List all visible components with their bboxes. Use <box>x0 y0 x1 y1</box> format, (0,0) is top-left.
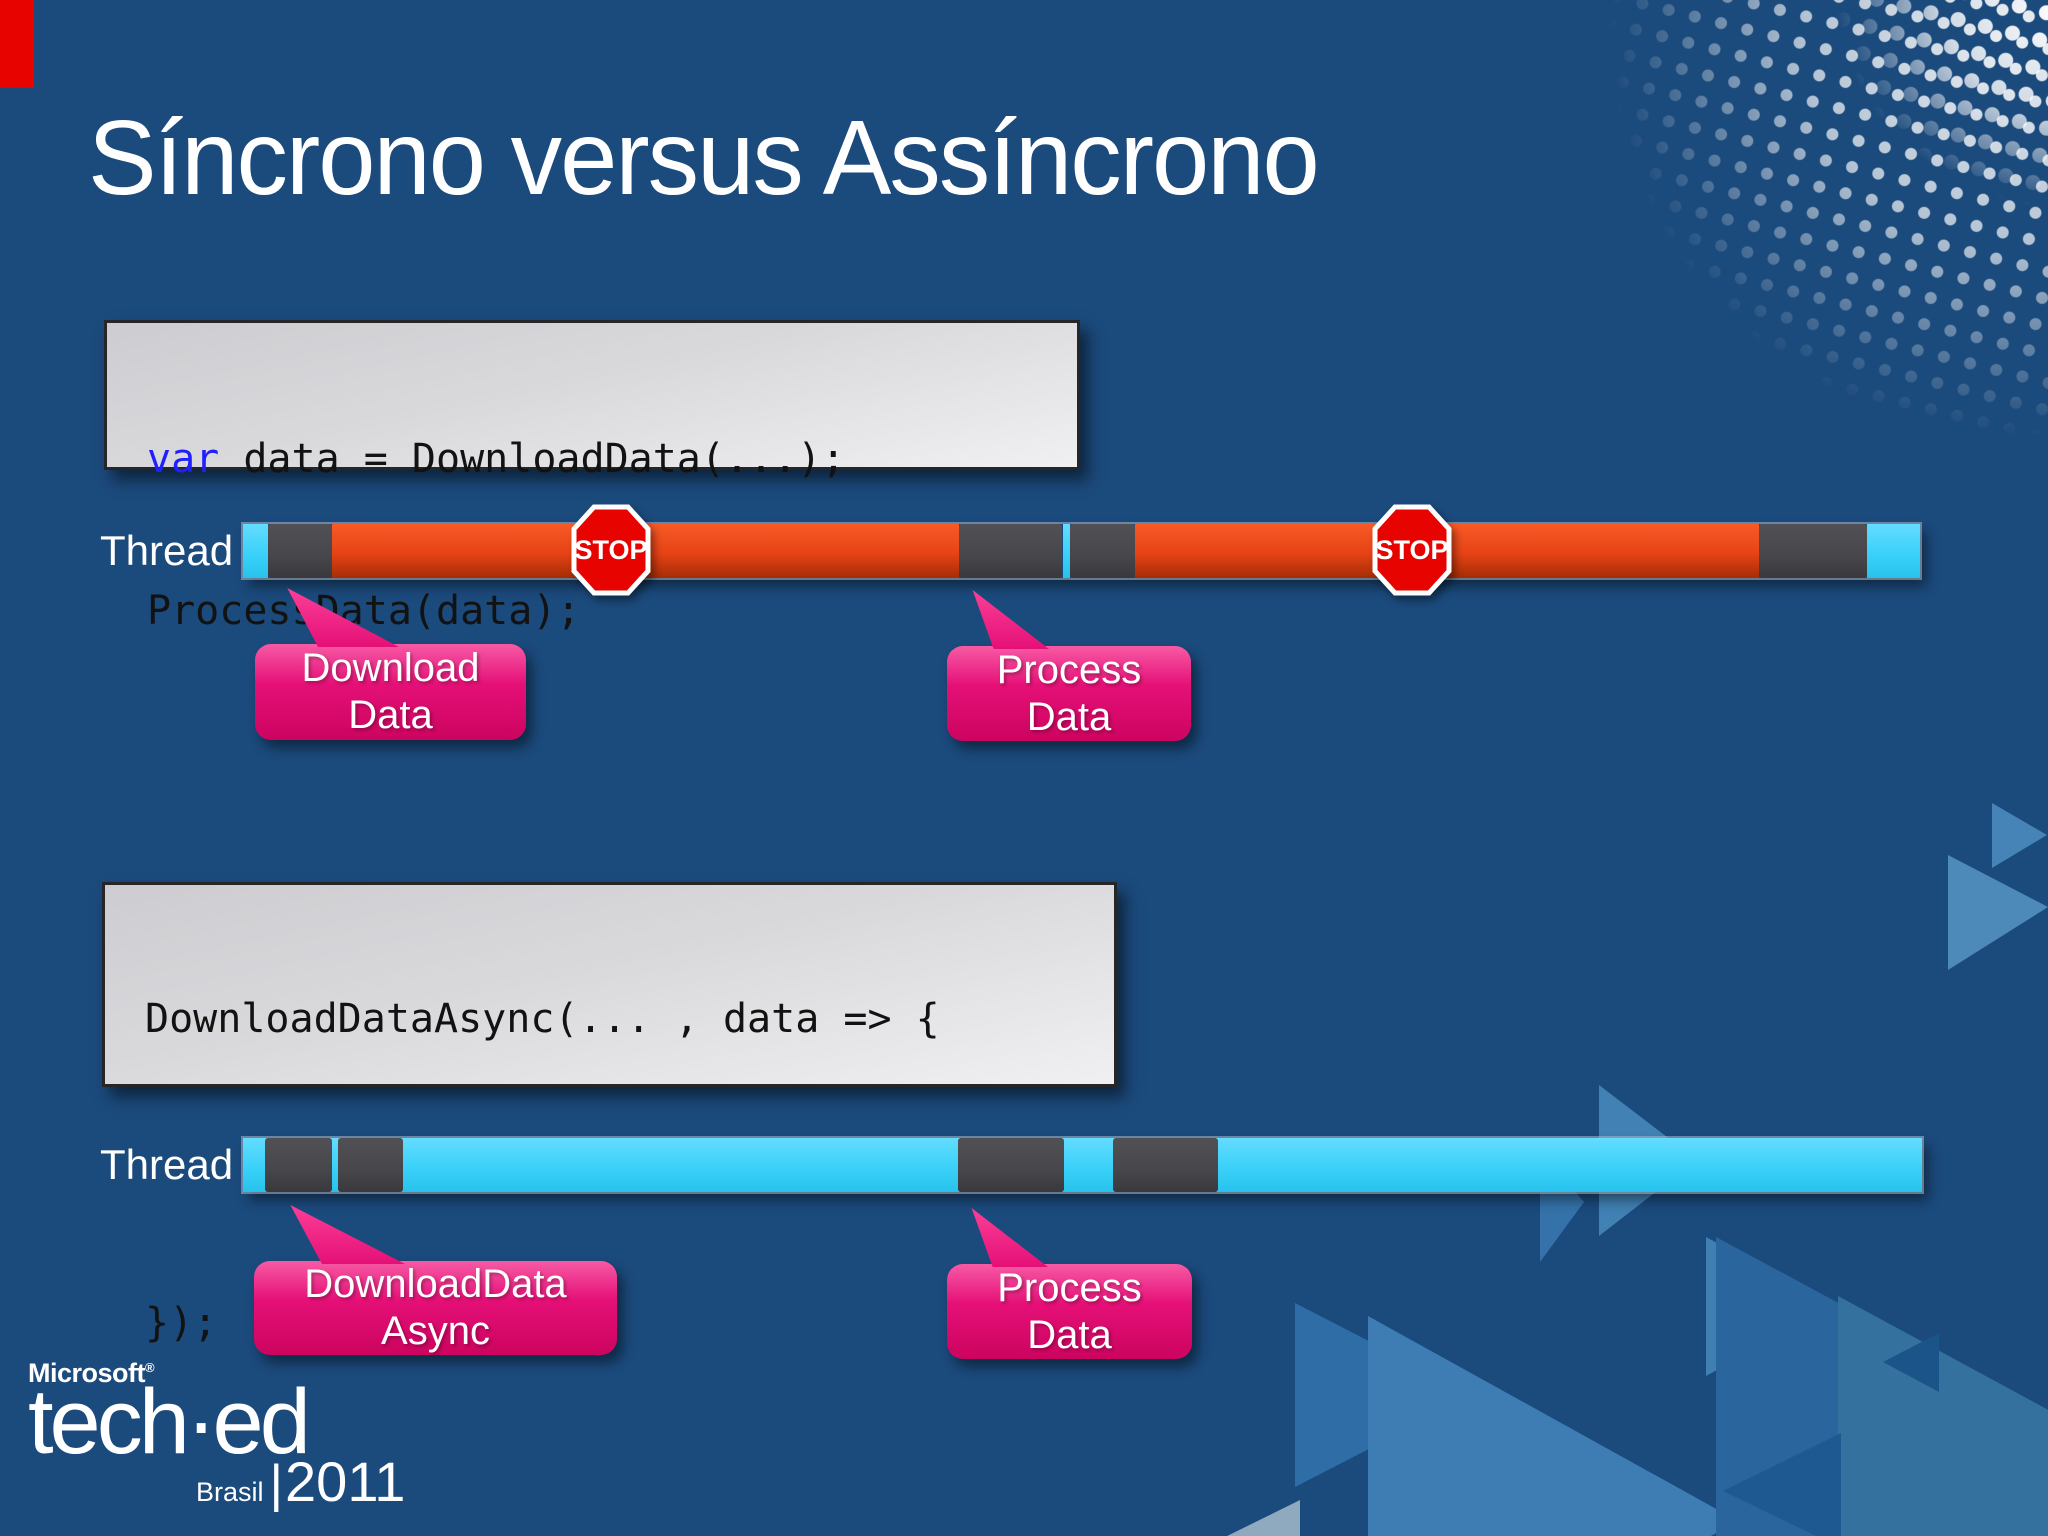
thread-segment-gray <box>268 524 332 578</box>
logo-region: Brasil <box>196 1477 264 1507</box>
thread-segment-gray <box>265 1138 332 1192</box>
thread-segment-cyan <box>243 524 268 578</box>
thread-label-sync: Thread <box>100 527 234 574</box>
thread-segment-cyan <box>1867 524 1920 578</box>
logo-divider: | <box>269 1455 284 1513</box>
callout-label: DownloadData Async <box>304 1262 567 1353</box>
thread-segment-gray <box>1113 1138 1218 1192</box>
halftone-dots-decoration-large <box>1664 0 2048 316</box>
callout-process-data-sync: Process Data <box>947 590 1191 741</box>
callout-label: Download Data <box>301 646 480 737</box>
thread-label-async: Thread <box>100 1141 234 1188</box>
code-block-async: DownloadDataAsync(... , data => { Proces… <box>102 882 1117 1346</box>
thread-segment-gray <box>958 1138 1064 1192</box>
microsoft-text: Microsoft <box>28 1358 146 1388</box>
thread-segment-gray <box>959 524 1062 578</box>
thread-segment-gray <box>1759 524 1867 578</box>
registered-mark: ® <box>145 1360 155 1375</box>
callout-process-data-async: Process Data <box>947 1208 1192 1359</box>
thread-timeline-async <box>243 1138 1922 1192</box>
thread-segment-gray <box>338 1138 403 1192</box>
thread-segment-cyan <box>1063 524 1070 578</box>
red-corner-shape <box>0 0 34 88</box>
stop-sign-download: STOP <box>571 504 651 596</box>
stop-sign-label: STOP <box>574 534 648 565</box>
callout-label: Process Data <box>996 647 1142 739</box>
code-line: DownloadDataAsync(... , data => { <box>145 996 940 1042</box>
callout-label: Process Data <box>997 1265 1142 1357</box>
code-line: ProcessData(data); <box>147 588 581 634</box>
callout-download-data: Download Data <box>255 588 526 740</box>
slide-title: Síncrono versus Assíncrono <box>88 99 1320 217</box>
code-keyword: var <box>147 436 220 482</box>
code-text: data = DownloadData(...); <box>219 436 846 482</box>
code-line: var data = DownloadData(...); <box>147 429 1077 489</box>
triangle-pattern-decoration <box>1227 803 2048 1536</box>
thread-segment-gray <box>1070 524 1135 578</box>
code-line: }); <box>145 1300 218 1346</box>
halftone-dots-decoration <box>1454 0 2048 518</box>
stop-octagon-icon <box>571 504 651 596</box>
microsoft-wordmark: Microsoft® <box>28 1358 405 1389</box>
code-block-sync: var data = DownloadData(...); ProcessDat… <box>104 320 1080 634</box>
logo-year: 2011 <box>285 1450 406 1513</box>
thread-segment-cyan <box>243 1138 1922 1192</box>
thread-timeline-sync <box>243 524 1920 578</box>
teched-wordmark: tech·ed <box>28 1371 311 1473</box>
stop-sign-process: STOP <box>1372 504 1452 596</box>
stop-octagon-icon <box>1372 504 1452 596</box>
logo-subline: Brasil | 2011 <box>196 1449 405 1514</box>
teched-logo: Microsoft® tech·ed Brasil | 2011 <box>28 1358 405 1514</box>
stop-sign-label: STOP <box>1375 534 1449 565</box>
callout-download-data-async: DownloadData Async <box>254 1205 617 1355</box>
